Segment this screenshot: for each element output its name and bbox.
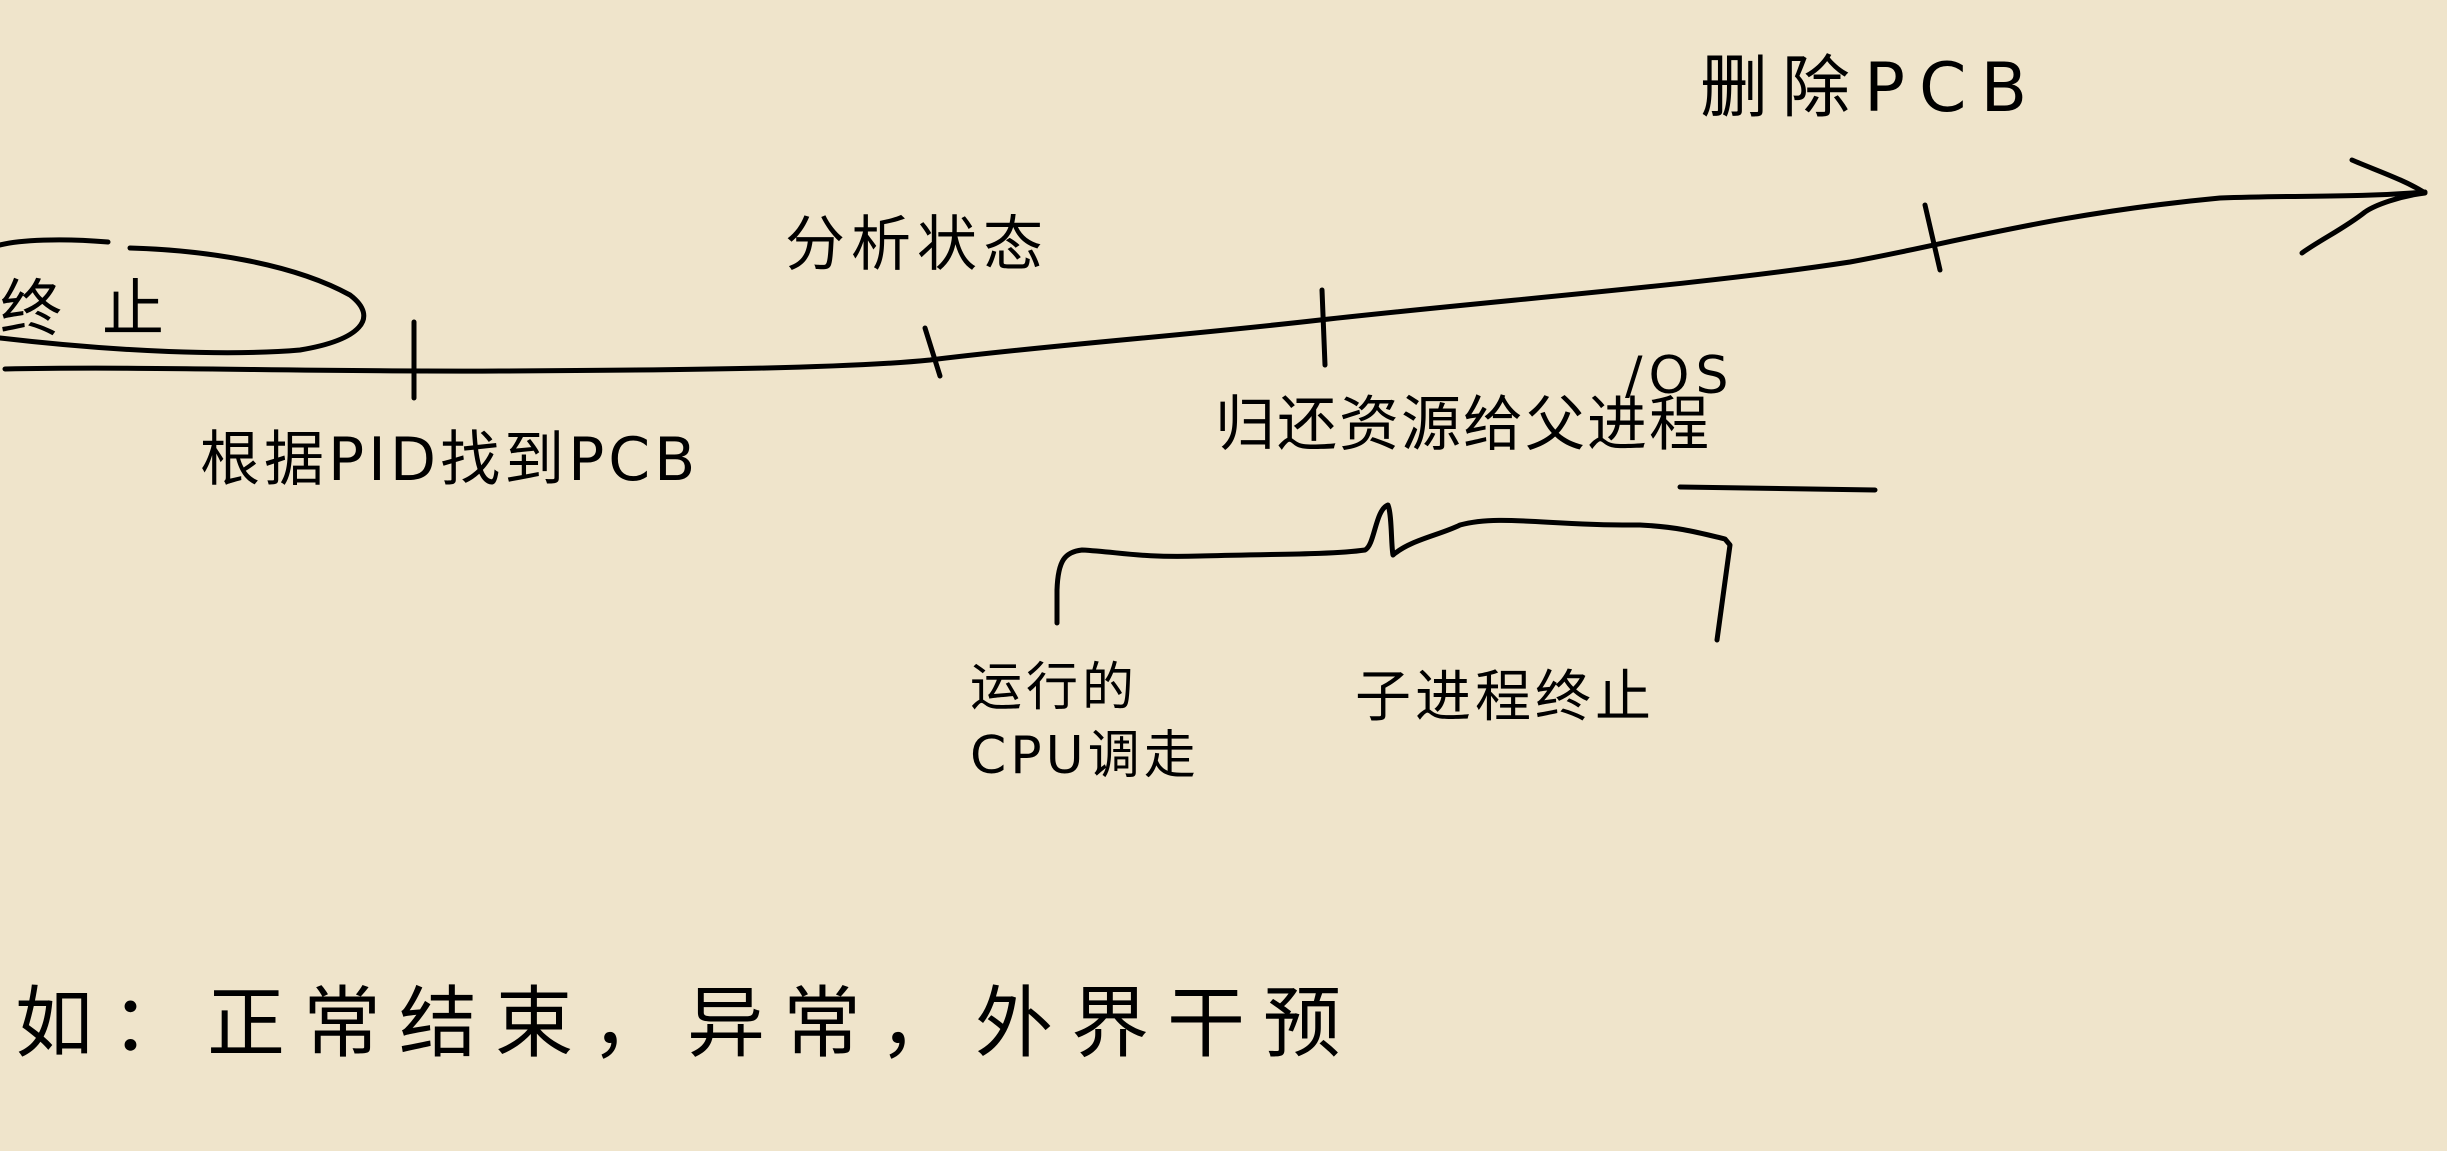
start-ellipse [0, 237, 367, 356]
tick-step2 [922, 325, 943, 379]
examples-note: 如：正常结束，异常，外界干预 [15, 979, 1360, 1069]
sub-item-cpu-label: 运行的 CPU调走 [970, 658, 1200, 786]
tick-step3 [1319, 287, 1328, 368]
step-find-pcb-label: 根据PID找到PCB [200, 425, 700, 495]
step-analyze-state-label: 分析状态 [785, 210, 1049, 280]
underline-parent [1677, 484, 1878, 493]
sub-item-child-process-label: 子进程终止 [1355, 665, 1655, 730]
step-return-resources-label: 归还资源给父进程 [1215, 390, 1711, 460]
start-node-label: 终止 [0, 272, 205, 345]
tick-step4 [1922, 202, 1943, 273]
arrow-right-icon [2299, 157, 2428, 256]
step-return-os-label: /OS [1625, 346, 1735, 406]
step-delete-pcb-label: 删除PCB [1700, 49, 2042, 128]
timeline-line [2, 189, 2428, 374]
curly-brace [1054, 502, 1733, 643]
